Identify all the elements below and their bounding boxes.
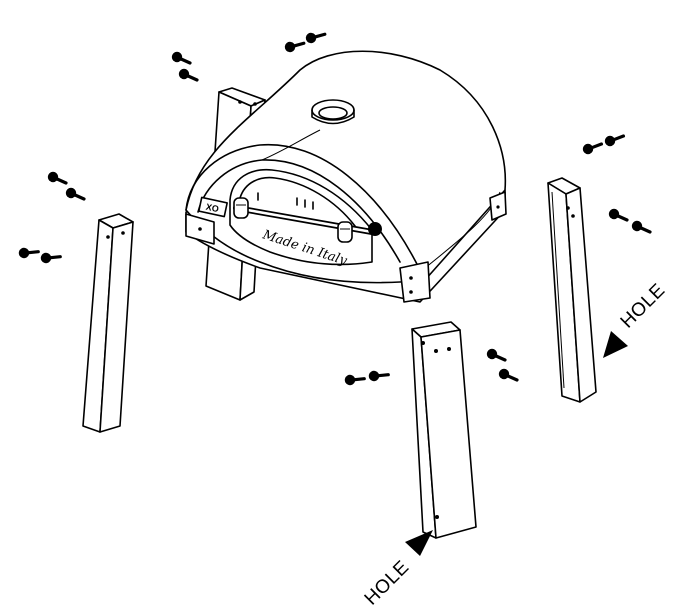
screw bbox=[579, 134, 604, 159]
screw bbox=[365, 363, 390, 386]
screw bbox=[37, 245, 62, 268]
leg-front-center bbox=[411, 321, 477, 539]
screw bbox=[601, 126, 626, 151]
screw bbox=[607, 207, 629, 222]
screw bbox=[15, 240, 40, 263]
screw bbox=[170, 50, 192, 65]
door-knob-left bbox=[233, 197, 249, 219]
arrow-icon bbox=[405, 530, 433, 556]
screw bbox=[485, 347, 507, 362]
hole-label-right: HOLE bbox=[617, 280, 670, 333]
chimney-vent bbox=[311, 99, 355, 125]
arrow-icon bbox=[603, 331, 628, 358]
brand-mark: XO bbox=[205, 202, 220, 214]
corner-bracket-right bbox=[489, 191, 507, 221]
screw bbox=[46, 170, 68, 185]
corner-bracket-front bbox=[399, 261, 431, 303]
leg-hole bbox=[435, 515, 439, 519]
leg-back-right bbox=[547, 177, 597, 403]
screw bbox=[341, 367, 366, 390]
brand-badge: XO bbox=[198, 196, 228, 218]
screw bbox=[281, 33, 306, 57]
door-knob-right bbox=[337, 221, 353, 243]
screw bbox=[497, 367, 519, 382]
oven: Made in Italy XO bbox=[185, 50, 507, 303]
leg-front-left bbox=[82, 213, 134, 433]
oven-door: Made in Italy bbox=[229, 168, 382, 269]
hole-label-bottom: HOLE bbox=[361, 557, 414, 610]
hole-callout-bottom: HOLE bbox=[361, 530, 433, 610]
corner-bracket-left bbox=[185, 213, 215, 245]
thermometer-icon bbox=[368, 222, 382, 236]
screw bbox=[630, 219, 652, 234]
hole-callout-right: HOLE bbox=[603, 280, 670, 358]
screw bbox=[64, 186, 86, 201]
screw bbox=[177, 67, 199, 82]
screw bbox=[302, 24, 327, 48]
